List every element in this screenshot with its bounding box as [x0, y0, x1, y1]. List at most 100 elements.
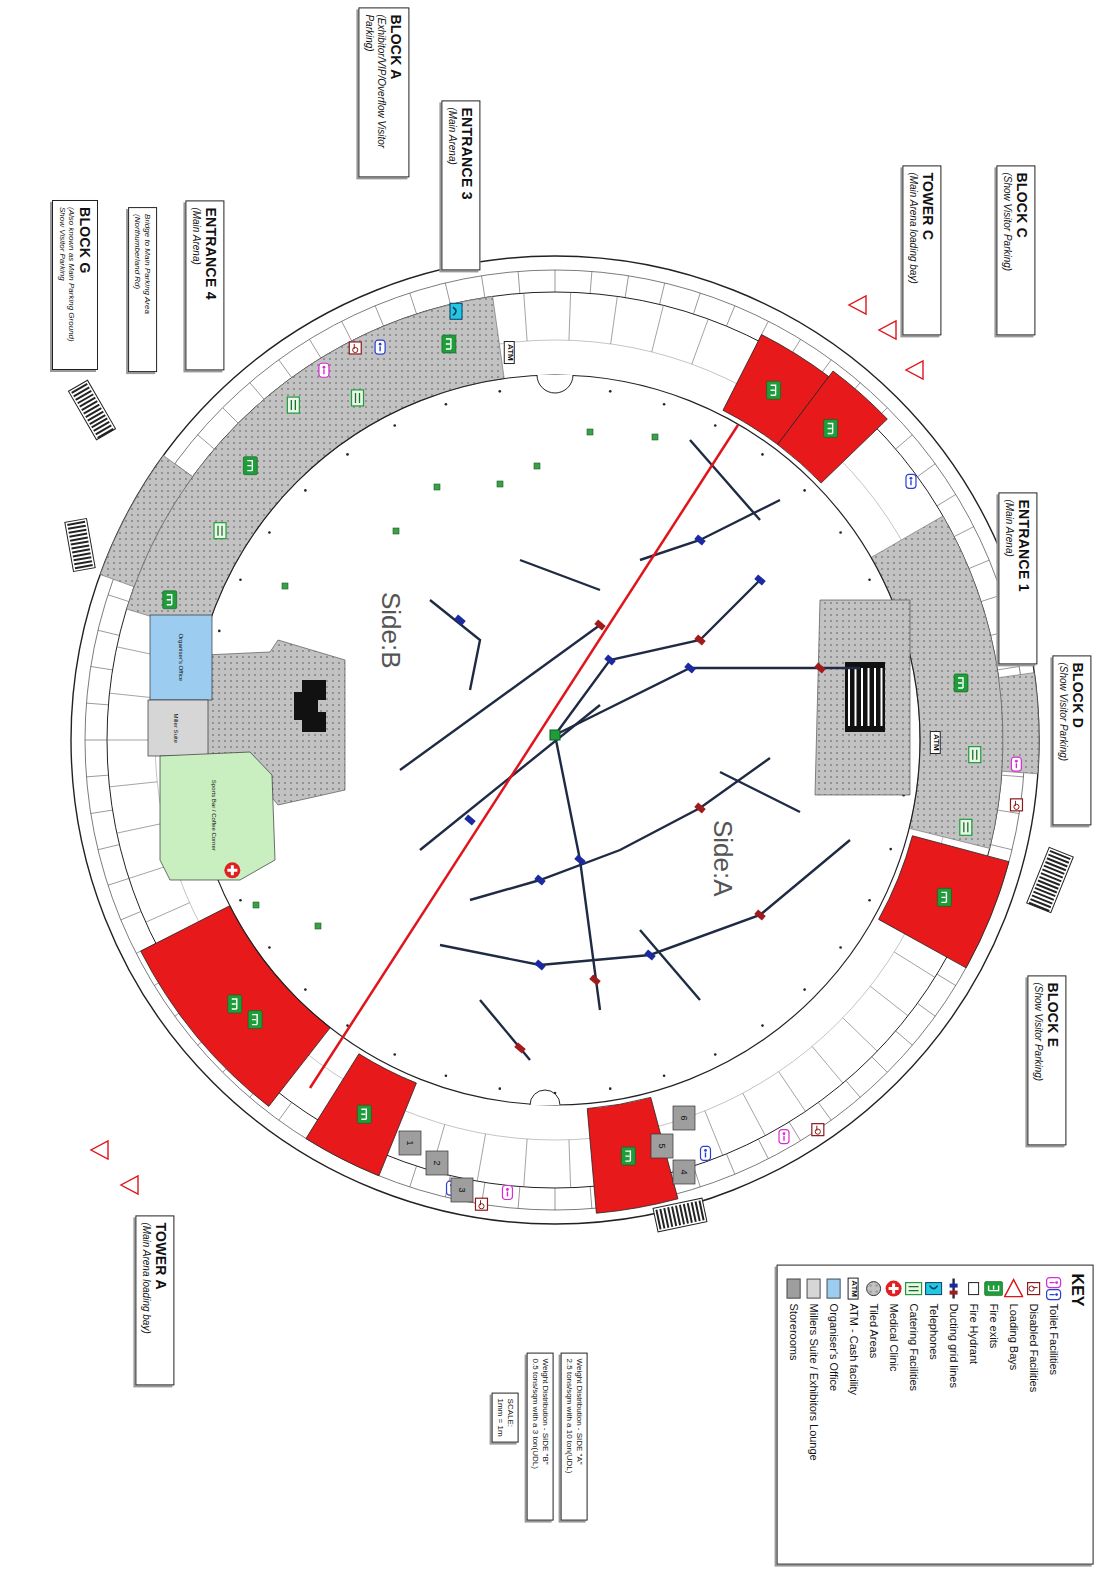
- centre-marker: [550, 730, 560, 740]
- column-dot: [393, 424, 396, 427]
- wheel: [815, 1129, 820, 1134]
- exit-icon: [954, 674, 968, 692]
- ducting-line: [640, 500, 780, 560]
- column-dot: [868, 578, 871, 581]
- column-dot: [218, 630, 221, 633]
- stair-tread: [676, 1206, 680, 1226]
- stair-block: [65, 518, 95, 571]
- room-wall: [812, 1046, 843, 1083]
- hydrant-dot: [282, 583, 288, 589]
- cat-icon: [214, 523, 226, 539]
- column-dot: [498, 1087, 501, 1090]
- cutlery: [908, 1287, 918, 1291]
- legend-row: Toilet Facilities: [1043, 1274, 1063, 1556]
- storeroom: [426, 1151, 448, 1175]
- legend-row: Loading Bays: [1003, 1274, 1023, 1556]
- tiled-area: [100, 456, 192, 587]
- stair-tread: [1041, 873, 1061, 881]
- ring-room-wall: [590, 1187, 592, 1209]
- legend-row: Tiled Areas: [863, 1274, 883, 1556]
- legend-text: Fire exits: [987, 1304, 999, 1349]
- toilet-head: [1055, 1294, 1058, 1297]
- tile-icon: [866, 1282, 880, 1296]
- med-icon: [224, 862, 240, 878]
- fire-exit-zone: [778, 371, 888, 483]
- duct-marker: [949, 1284, 957, 1288]
- room-wall: [870, 986, 908, 1016]
- box-title: TOWER A: [153, 1222, 170, 1378]
- box-title: BLOCK G: [76, 207, 93, 363]
- toilet-frame: [502, 1186, 512, 1200]
- exit-sign: [954, 674, 968, 692]
- phone-frame: [450, 303, 462, 319]
- legend-swatch: [786, 1279, 800, 1299]
- ducting-marker: [534, 874, 546, 885]
- hyd-icon: [968, 1283, 978, 1295]
- ring-room-wall: [1002, 775, 1024, 777]
- exit-sign: [824, 419, 838, 437]
- room-wall: [692, 319, 708, 364]
- stage-icon: [294, 680, 326, 732]
- ducting-marker: [644, 949, 656, 960]
- legend-icon: [863, 1275, 883, 1303]
- ring-room-wall: [991, 845, 1012, 850]
- area-label: Miller Suite: [173, 703, 180, 753]
- exit-sign: [357, 1105, 371, 1123]
- parking-label: BLOCK C(Show Visitor Parking): [997, 165, 1036, 335]
- legend-text: Loading Bays: [1007, 1304, 1019, 1371]
- ring-room-wall: [279, 360, 292, 378]
- load-icon: [1004, 1280, 1022, 1297]
- ring-room-wall: [997, 666, 1019, 669]
- exit-figure: [828, 423, 833, 433]
- box-subtitle: (Main Arena): [191, 207, 203, 363]
- column-dot: [304, 489, 307, 492]
- box-subtitle: (Main Arena loading bay): [141, 1222, 153, 1378]
- ring-room-wall: [789, 1122, 800, 1141]
- toiletB-icon: [700, 1146, 710, 1160]
- med-icon: [885, 1281, 901, 1297]
- column-dot: [304, 988, 307, 991]
- exit-icon: [984, 1282, 1002, 1296]
- legend-swatch: [826, 1279, 840, 1299]
- load-icon: [849, 296, 866, 314]
- column-dot: [609, 1087, 612, 1090]
- stair-tread: [868, 668, 870, 726]
- exit-sign: [163, 591, 177, 609]
- exit-icon: [163, 591, 177, 609]
- ring-room-wall: [872, 1057, 888, 1073]
- stair-tread: [82, 401, 98, 410]
- column-dot: [498, 390, 501, 393]
- ring-room-wall: [86, 775, 108, 777]
- column-dot: [663, 403, 666, 406]
- ring-room-wall: [108, 878, 129, 885]
- load-icon: [91, 1141, 108, 1159]
- exit-sign: [228, 995, 242, 1013]
- catering-frame: [287, 397, 299, 413]
- ring-room-wall: [917, 1003, 935, 1016]
- exit-figure: [958, 678, 963, 688]
- toilet-head: [1015, 760, 1018, 763]
- disabled-frame: [475, 1198, 487, 1210]
- legend-sample: [826, 1274, 840, 1304]
- legend-sample: [983, 1274, 1003, 1304]
- legend-text: Telephones: [927, 1304, 939, 1360]
- legend-row: Telephones: [923, 1274, 943, 1556]
- room-wall: [146, 903, 190, 923]
- ducting-marker: [589, 974, 601, 985]
- exit-figure: [232, 999, 237, 1009]
- exit-figure: [446, 339, 451, 349]
- toilet-frame: [1046, 1278, 1060, 1288]
- side-divider: [310, 425, 738, 1088]
- legend-row: Organiser's Office: [823, 1274, 843, 1556]
- box-subtitle: (Also known as Main Parking Ground) Show…: [57, 207, 76, 363]
- room-wall: [611, 296, 618, 344]
- box-title: BLOCK C: [1014, 172, 1031, 328]
- legend-sample: [863, 1274, 883, 1304]
- room-wall: [109, 782, 157, 787]
- stair-tread: [98, 429, 114, 438]
- stair-tread: [71, 545, 89, 548]
- exit-sign: [767, 381, 781, 399]
- legend-sample: ATM: [848, 1274, 859, 1304]
- ring-room-wall: [223, 408, 239, 424]
